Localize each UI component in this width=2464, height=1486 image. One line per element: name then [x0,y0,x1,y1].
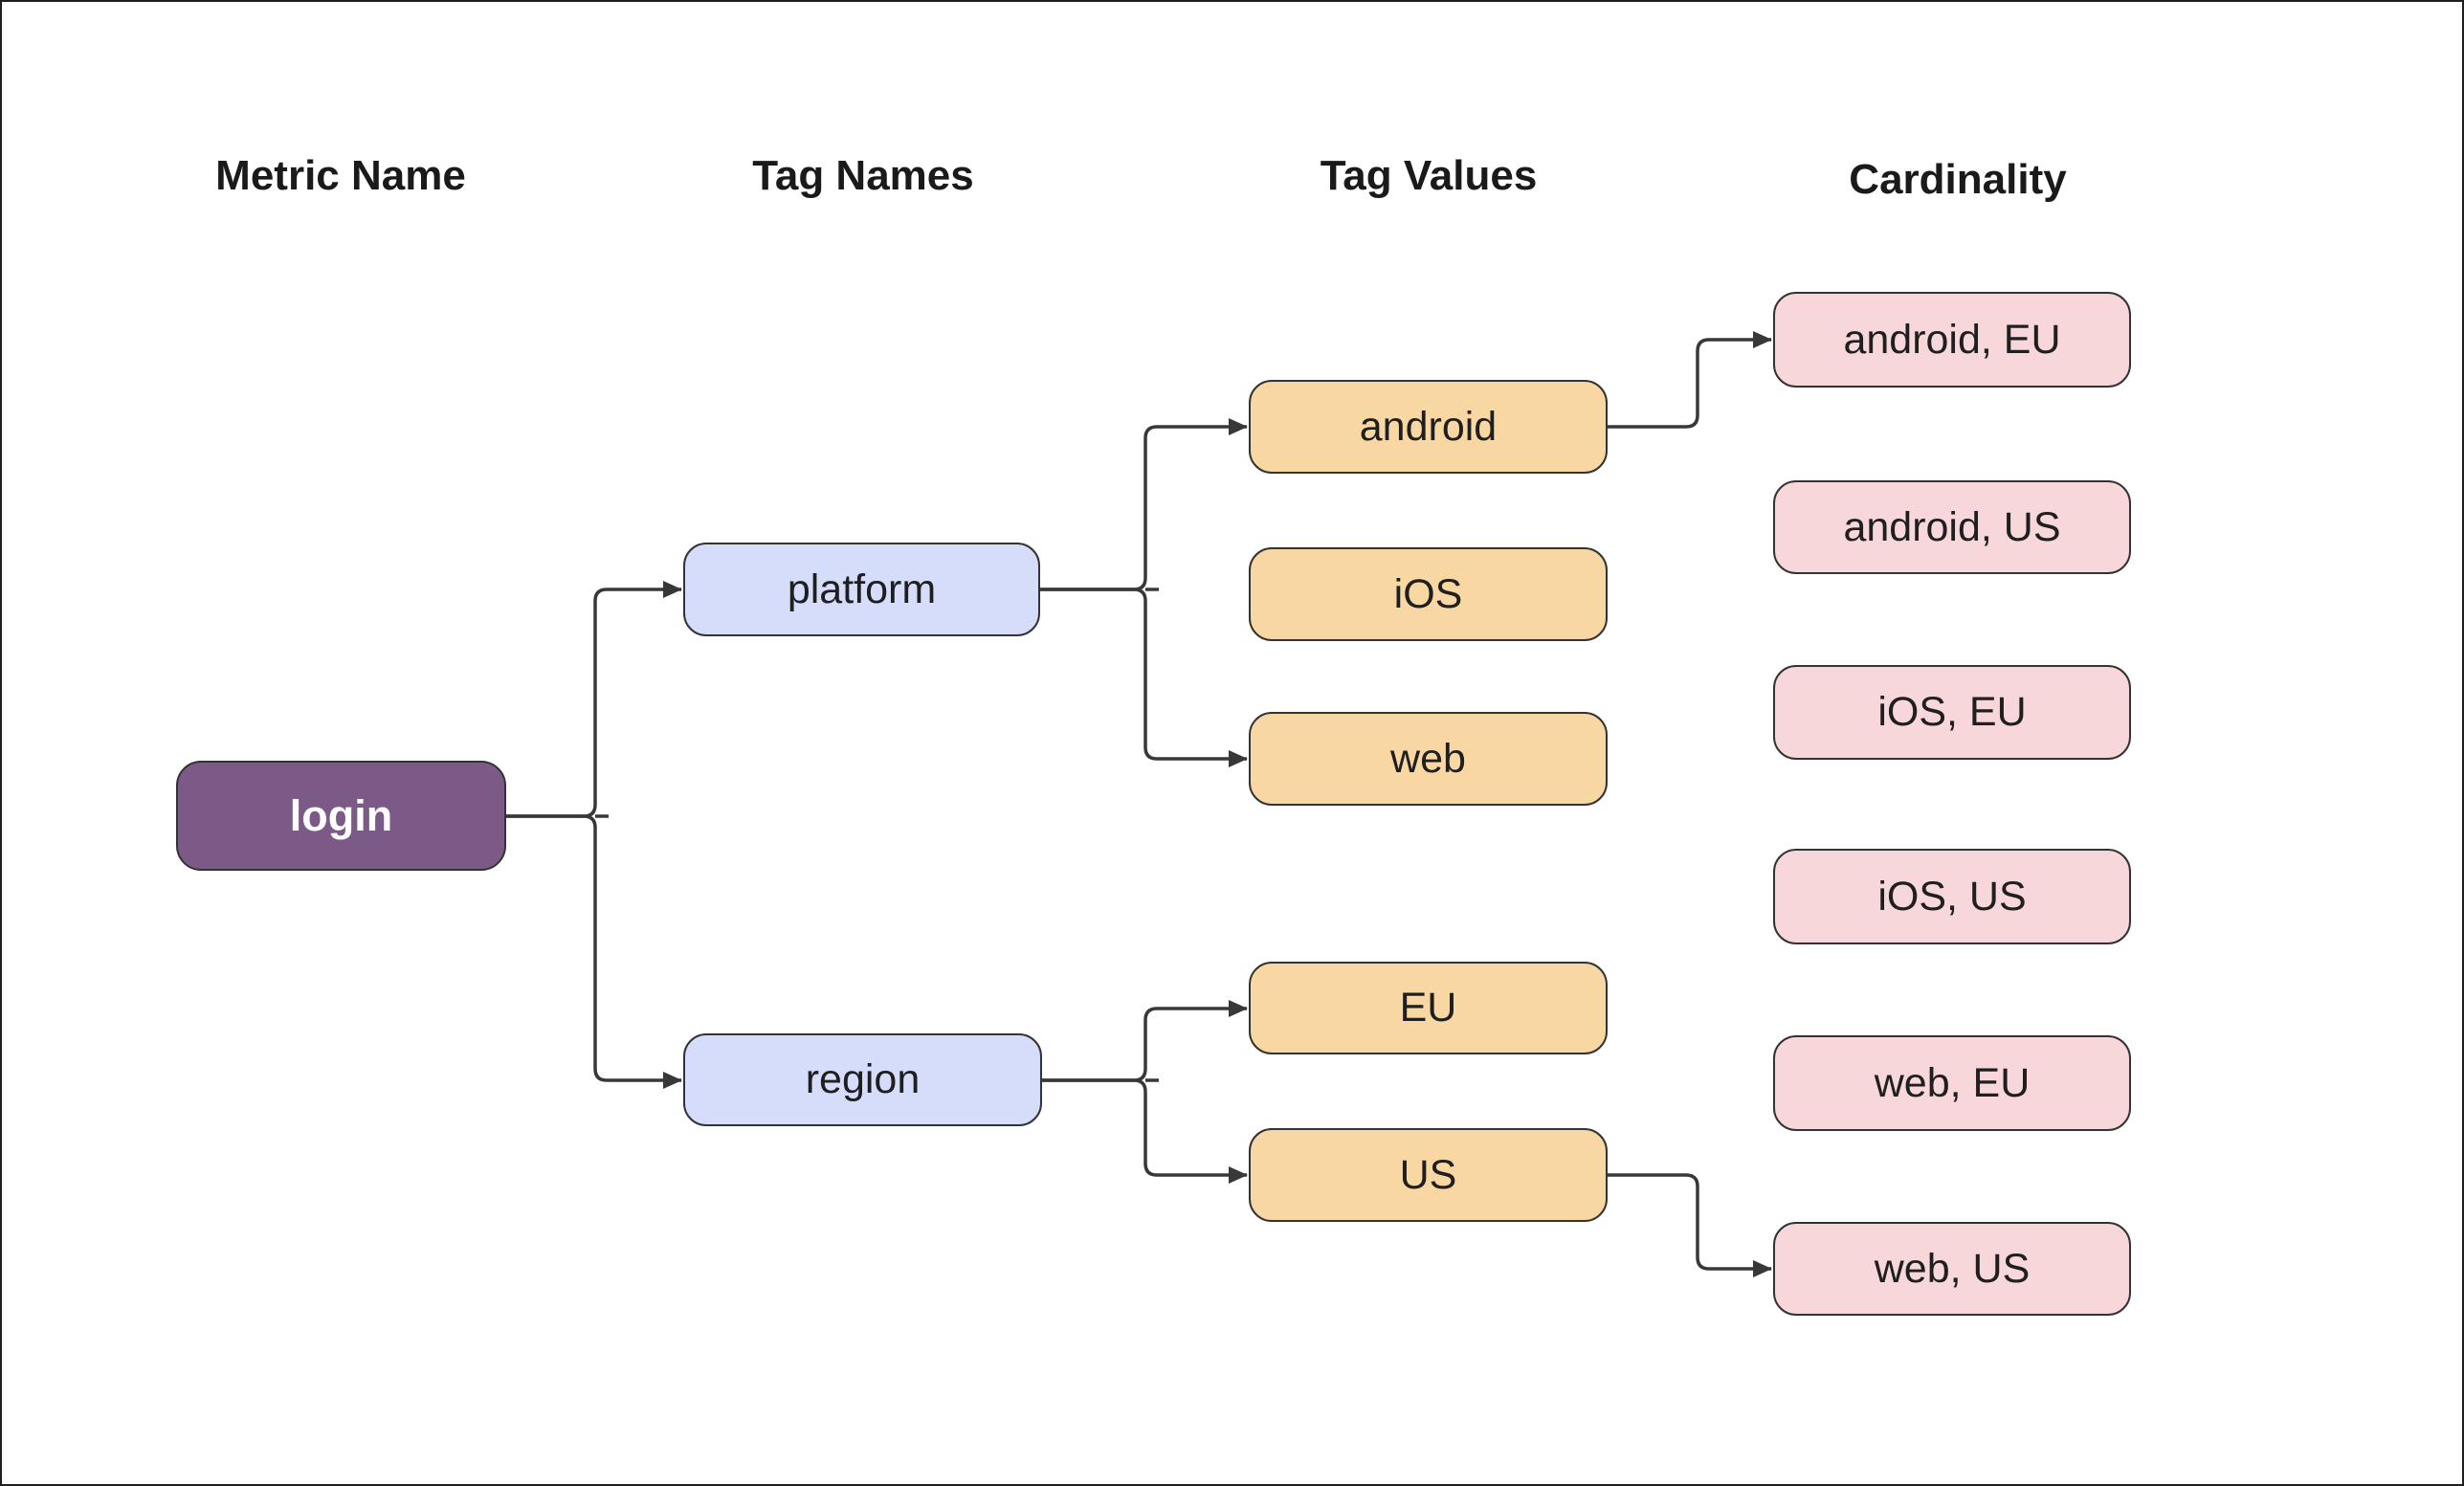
node-android-eu: android, EU [1773,292,2131,388]
node-ios: iOS [1249,547,1608,641]
node-android: android [1249,380,1608,474]
edge-region-us [1042,1078,1248,1184]
node-ios-us: iOS, US [1773,849,2131,944]
column-header-tag-names: Tag Names [752,152,974,199]
column-header-tag-values: Tag Values [1320,152,1538,199]
edge-platform-android [1040,418,1248,591]
edge-login-platform [506,581,682,818]
column-header-cardinality: Cardinality [1849,156,2067,203]
column-header-metric-name: Metric Name [215,152,466,199]
node-ios-eu: iOS, EU [1773,665,2131,760]
node-platform: platform [683,543,1040,636]
node-us: US [1249,1128,1608,1222]
node-region: region [683,1033,1042,1126]
node-web-us: web, US [1773,1222,2131,1316]
node-eu: EU [1249,962,1608,1054]
node-android-us: android, US [1773,480,2131,574]
node-login: login [176,761,506,871]
edge-region-eu [1042,1000,1248,1082]
edge-us-web-us [1608,1173,1772,1277]
edge-platform-web [1040,588,1248,767]
edge-login-region [506,814,682,1089]
node-web-eu: web, EU [1773,1035,2131,1131]
edge-android-android-eu [1608,331,1772,429]
node-web: web [1249,712,1608,806]
